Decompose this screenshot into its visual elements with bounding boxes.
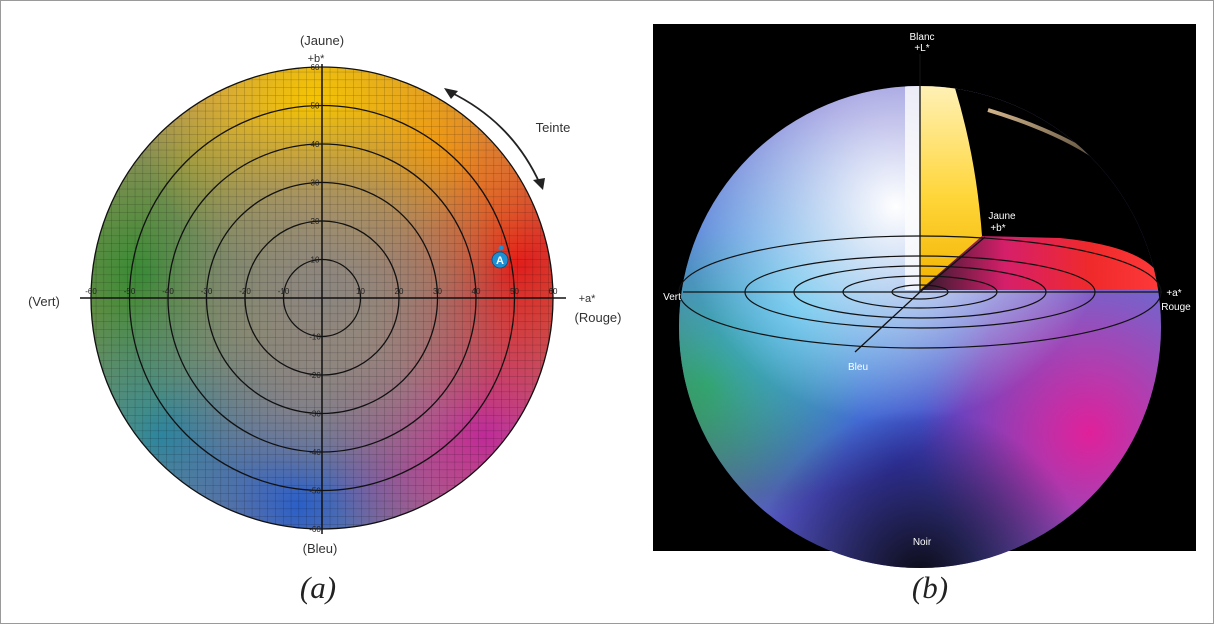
red-label-b: Rouge — [1161, 302, 1191, 313]
a-axis-label-b: +a* — [1166, 288, 1181, 299]
a-tick-label: -10 — [278, 287, 290, 296]
b-tick-label: 30 — [311, 179, 320, 188]
a-tick-label: -30 — [201, 287, 213, 296]
white-label: Blanc — [909, 32, 934, 43]
a-tick-label: 40 — [472, 287, 481, 296]
b-tick-label: 10 — [311, 256, 320, 265]
sample-marker-a: A — [491, 245, 509, 269]
blue-label: (Bleu) — [303, 541, 338, 556]
a-tick-label: -50 — [124, 287, 136, 296]
caption-a: (a) — [299, 570, 337, 605]
a-tick-label: 20 — [395, 287, 404, 296]
a-axis-label: +a* — [579, 293, 597, 305]
b-tick-label: 40 — [311, 140, 320, 149]
b-axis-ticks: 60 50 40 30 20 10 -10 -20 -30 -40 -50 -60 — [309, 63, 321, 534]
hue-label: Teinte — [536, 120, 571, 135]
b-tick-label: 60 — [311, 63, 320, 72]
b-tick-label: -40 — [309, 448, 321, 457]
yellow-label: (Jaune) — [300, 33, 344, 48]
b-tick-label: -30 — [309, 410, 321, 419]
green-label-b: Vert — [663, 292, 681, 303]
caption-b: (b) — [911, 570, 949, 605]
a-tick-label: -20 — [239, 287, 251, 296]
b-tick-label: -60 — [309, 525, 321, 534]
a-axis-ticks: -60 -50 -40 -30 -20 -10 10 20 30 40 50 60 — [85, 287, 558, 296]
green-label: (Vert) — [28, 294, 60, 309]
yellow-label-b: Jaune — [988, 211, 1016, 222]
sphere-axes — [683, 54, 1162, 353]
a-tick-label: 10 — [356, 287, 365, 296]
a-tick-label: 50 — [510, 287, 519, 296]
marker-label: A — [496, 255, 504, 267]
a-tick-label: 60 — [549, 287, 558, 296]
b-tick-label: -20 — [309, 371, 321, 380]
b-tick-label: 50 — [311, 102, 320, 111]
cielab-sphere-photo: Blanc +L* Jaune +b* Vert +a* Rouge Bleu … — [653, 24, 1196, 568]
a-tick-label: -40 — [162, 287, 174, 296]
l-axis-label: +L* — [914, 43, 929, 54]
blue-label-b: Bleu — [848, 362, 868, 373]
cielab-ab-chart: -60 -50 -40 -30 -20 -10 10 20 30 40 50 60 60 50 40 30 2… — [28, 33, 621, 556]
b-axis-label: +b* — [308, 53, 326, 65]
b-axis-label-b: +b* — [990, 223, 1005, 234]
a-tick-label: 30 — [433, 287, 442, 296]
b-tick-label: 20 — [311, 217, 320, 226]
a-tick-label: -60 — [85, 287, 97, 296]
red-label: (Rouge) — [575, 310, 622, 325]
black-label: Noir — [913, 537, 932, 548]
b-tick-label: -10 — [309, 333, 321, 342]
hue-arrow — [444, 88, 545, 190]
b-tick-label: -50 — [309, 487, 321, 496]
